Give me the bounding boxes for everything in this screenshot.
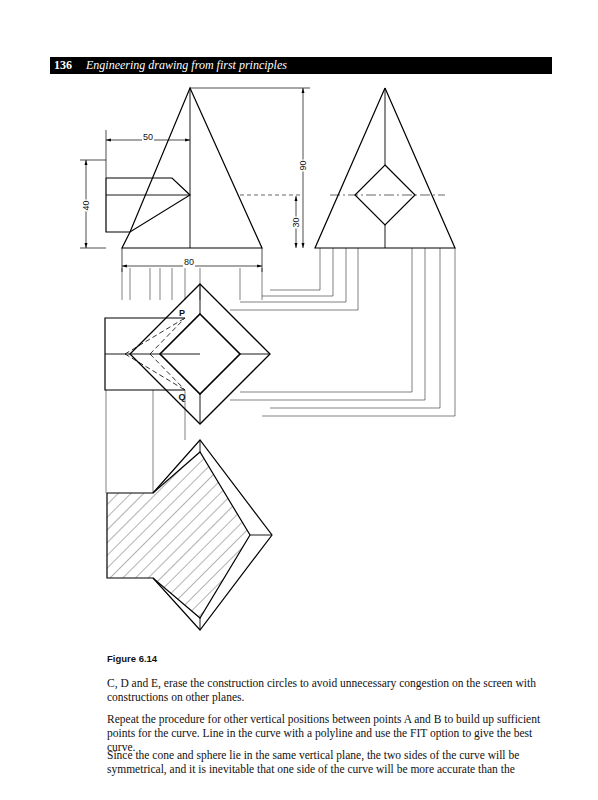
projection-line bbox=[262, 416, 455, 417]
projection-line bbox=[270, 290, 320, 291]
projection-line bbox=[270, 408, 440, 409]
projection-line bbox=[153, 390, 154, 493]
projection-line bbox=[130, 268, 131, 300]
projection-line bbox=[230, 400, 425, 401]
point-label: Q bbox=[178, 393, 185, 402]
projection-line bbox=[230, 310, 358, 311]
page-number: 136 bbox=[54, 57, 72, 74]
projection-line bbox=[240, 268, 241, 300]
dimension: 40 bbox=[81, 199, 90, 211]
projection-line bbox=[150, 268, 151, 300]
point-label: P bbox=[179, 309, 185, 318]
figure-caption: Figure 6.14 bbox=[107, 654, 157, 664]
running-title: Engineering drawing from first principle… bbox=[86, 57, 287, 74]
projection-line bbox=[200, 268, 201, 300]
dimension: 90 bbox=[298, 159, 307, 171]
projection-line bbox=[185, 268, 186, 300]
projection-line bbox=[160, 268, 161, 300]
projection-line bbox=[333, 248, 334, 296]
projection-line bbox=[320, 248, 321, 290]
projection-line bbox=[122, 268, 123, 300]
projection-line bbox=[240, 302, 346, 303]
dimension: 50 bbox=[142, 133, 154, 142]
projection-line bbox=[358, 248, 359, 310]
projection-line bbox=[240, 392, 412, 393]
projection-line bbox=[106, 390, 107, 493]
dimension: 30 bbox=[291, 216, 300, 228]
projection-line bbox=[262, 268, 263, 300]
projection-line bbox=[455, 248, 456, 416]
projection-line bbox=[346, 248, 347, 302]
projection-line bbox=[440, 248, 441, 408]
dimension: 80 bbox=[183, 258, 195, 267]
page-header: 136 Engineering drawing from first princi… bbox=[50, 57, 552, 74]
projection-line bbox=[172, 268, 173, 300]
projection-line bbox=[425, 248, 426, 400]
projection-line bbox=[412, 248, 413, 392]
body-paragraph: C, D and E, erase the construction circl… bbox=[107, 676, 557, 704]
body-paragraph: Repeat the procedure for other vertical … bbox=[107, 712, 557, 754]
projection-line bbox=[262, 296, 333, 297]
body-paragraph: Since the cone and sphere lie in the sam… bbox=[107, 748, 557, 776]
